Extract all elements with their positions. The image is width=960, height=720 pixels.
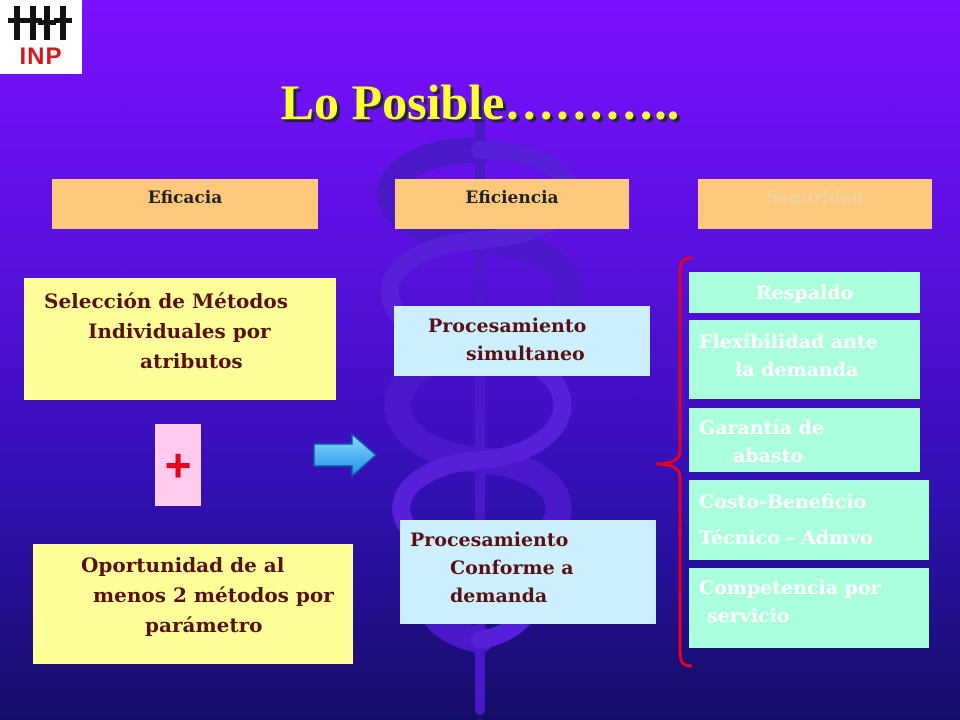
plus-sign: + (155, 424, 201, 506)
conforme-line-3: demanda (450, 585, 548, 607)
header-eficacia: Eficacia (52, 179, 318, 229)
respaldo-box: Respaldo (689, 272, 920, 313)
procesamiento-conforme-box: Procesamiento Conforme a demanda (400, 520, 656, 624)
header-seguridad: Seguridad (698, 179, 932, 229)
logo-figures-icon (8, 6, 72, 40)
flexibilidad-line-2: la demanda (735, 359, 859, 381)
simultaneo-line-1: Procesamiento (428, 315, 587, 337)
competencia-line-1: Competencia por (699, 577, 881, 599)
page-title: Lo Posible……….. (280, 74, 680, 130)
costo-beneficio-box: Costo-Beneficio Técnico - Admvo (689, 480, 929, 560)
seleccion-line-1: Selección de Métodos (44, 289, 288, 313)
conforme-line-1: Procesamiento (410, 529, 569, 551)
simultaneo-line-2: simultaneo (466, 343, 585, 365)
garantia-box: Garantía de abasto (689, 408, 920, 472)
logo-text: INP (19, 43, 63, 70)
oportunidad-line-1: Oportunidad de al (81, 553, 285, 577)
oportunidad-line-3: parámetro (145, 613, 263, 637)
garantia-line-1: Garantía de (699, 417, 824, 439)
seleccion-line-2: Individuales por (88, 319, 271, 343)
seleccion-line-3: atributos (140, 349, 243, 373)
conforme-line-2: Conforme a (450, 557, 574, 579)
right-arrow-icon (313, 432, 378, 478)
competencia-line-2: servicio (707, 605, 790, 627)
oportunidad-line-2: menos 2 métodos por (93, 583, 334, 607)
competencia-box: Competencia por servicio (689, 568, 929, 648)
oportunidad-box: Oportunidad de al menos 2 métodos por pa… (33, 544, 353, 664)
seleccion-metodos-box: Selección de Métodos Individuales por at… (24, 278, 336, 400)
costo-line-1: Costo-Beneficio (699, 491, 867, 513)
costo-line-2: Técnico - Admvo (699, 527, 873, 549)
flexibilidad-line-1: Flexibilidad ante (699, 331, 878, 353)
inp-logo: INP (0, 0, 82, 74)
garantia-line-2: abasto (733, 445, 804, 467)
header-eficiencia: Eficiencia (395, 179, 629, 229)
curly-bracket-icon (655, 256, 693, 668)
procesamiento-simultaneo-box: Procesamiento simultaneo (394, 306, 650, 376)
flexibilidad-box: Flexibilidad ante la demanda (689, 320, 920, 399)
